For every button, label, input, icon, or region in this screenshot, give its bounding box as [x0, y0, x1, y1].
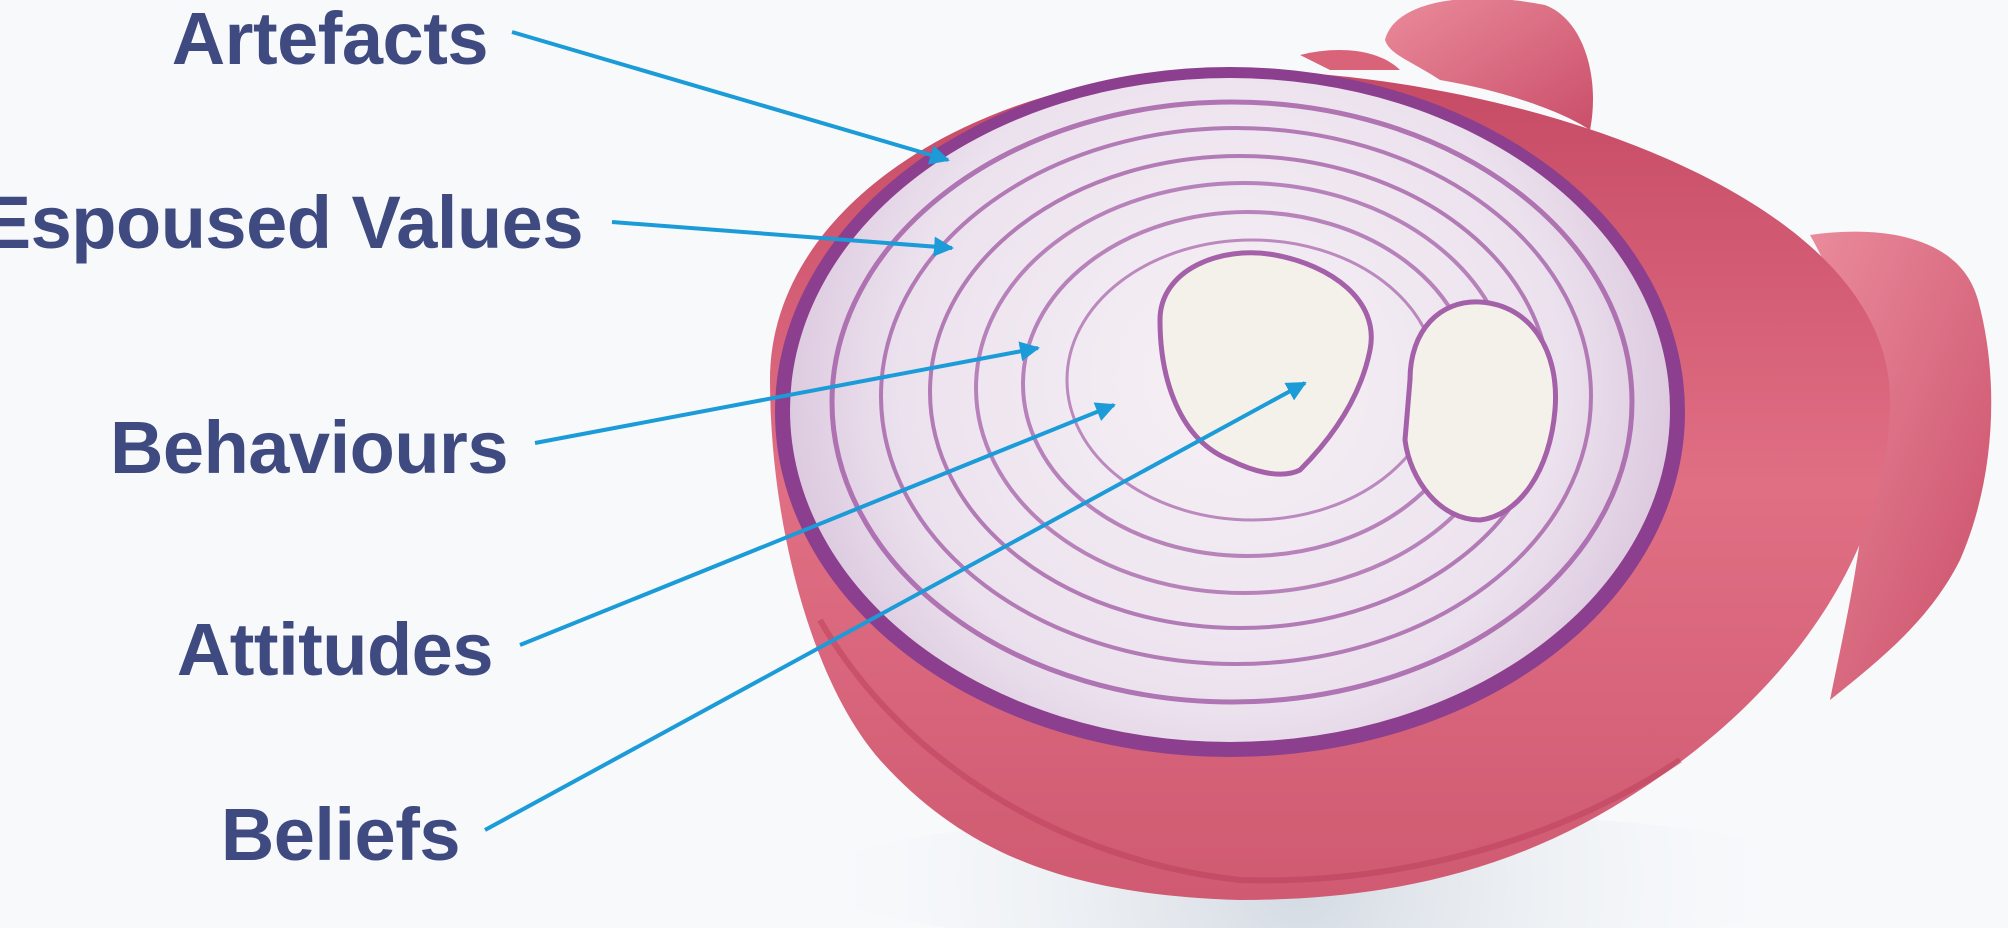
label-beliefs: Beliefs: [221, 798, 460, 872]
arrow-artefacts: [512, 32, 948, 160]
label-behaviours: Behaviours: [110, 411, 508, 485]
label-attitudes: Attitudes: [177, 613, 493, 687]
label-espoused-values: Espoused Values: [0, 186, 583, 260]
label-artefacts: Artefacts: [172, 2, 488, 76]
